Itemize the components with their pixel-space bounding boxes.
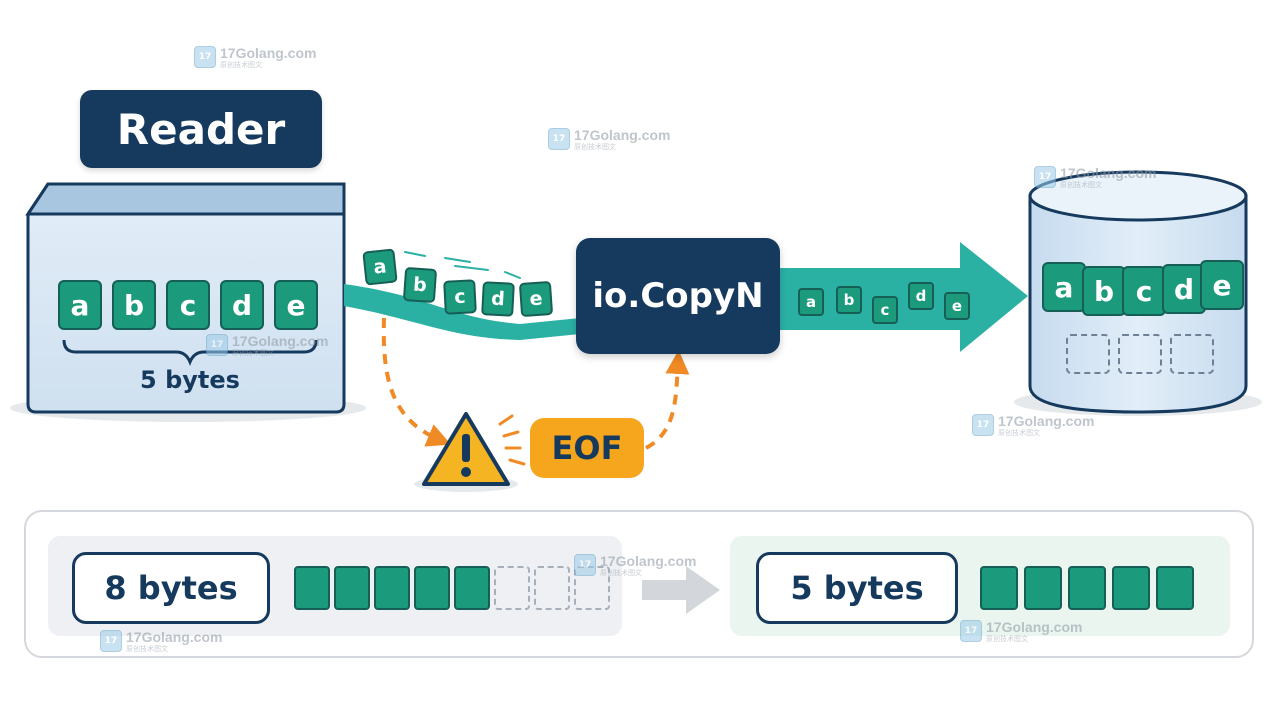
- reader-tile-b: b: [112, 280, 156, 330]
- out-tile-a: a: [798, 288, 824, 316]
- watermark-icon: 17: [1034, 166, 1056, 188]
- filled-byte-block: [980, 566, 1018, 610]
- requested-blocks: [294, 566, 614, 610]
- comparison-arrow-icon: [642, 566, 720, 614]
- requested-bytes-label: 8 bytes: [72, 552, 270, 624]
- eof-path-down: [381, 317, 452, 447]
- dest-tile-b: b: [1082, 266, 1126, 316]
- reader-tile-e: e: [274, 280, 318, 330]
- reader-tile-d: d: [220, 280, 264, 330]
- copyn-box: io.CopyN: [576, 238, 780, 354]
- dest-tile-e: e: [1200, 260, 1244, 310]
- copied-bytes-label: 5 bytes: [756, 552, 958, 624]
- flow-tile-b: b: [402, 266, 438, 304]
- dest-tile-d: d: [1162, 264, 1206, 314]
- reader-tile-c: c: [166, 280, 210, 330]
- filled-byte-block: [1068, 566, 1106, 610]
- copied-blocks: [980, 566, 1220, 610]
- filled-byte-block: [334, 566, 370, 610]
- reader-title: Reader: [80, 90, 322, 168]
- watermark-icon: 17: [206, 334, 228, 356]
- watermark-icon: 17: [548, 128, 570, 150]
- flow-arrow-out: [778, 242, 1028, 352]
- out-tile-b: b: [836, 286, 862, 314]
- eof-badge: EOF: [530, 418, 644, 478]
- warning-triangle-icon: [414, 412, 518, 492]
- reader-bytes-caption: 5 bytes: [140, 366, 240, 394]
- flow-tile-c: c: [443, 279, 477, 315]
- filled-byte-block: [1112, 566, 1150, 610]
- dest-empty-slot: [1170, 334, 1214, 374]
- filled-byte-block: [294, 566, 330, 610]
- eof-path-up: [645, 350, 690, 450]
- motion-streaks: [404, 251, 893, 279]
- alert-marks: [498, 414, 526, 466]
- watermark-icon: 17: [574, 554, 596, 576]
- dest-tile-c: c: [1122, 266, 1166, 316]
- flow-tile-e: e: [518, 280, 554, 318]
- flow-tile-a: a: [362, 248, 398, 286]
- out-tile-c: c: [872, 296, 898, 324]
- dest-empty-slot: [1118, 334, 1162, 374]
- empty-byte-block: [494, 566, 530, 610]
- bytes-brace: [62, 339, 318, 367]
- watermark-icon: 17: [100, 630, 122, 652]
- filled-byte-block: [374, 566, 410, 610]
- filled-byte-block: [1156, 566, 1194, 610]
- empty-byte-block: [534, 566, 570, 610]
- watermark-icon: 17: [972, 414, 994, 436]
- dest-empty-slot: [1066, 334, 1110, 374]
- watermark-icon: 17: [194, 46, 216, 68]
- filled-byte-block: [1024, 566, 1062, 610]
- out-tile-d: d: [908, 282, 934, 310]
- dest-tile-a: a: [1042, 262, 1086, 312]
- filled-byte-block: [454, 566, 490, 610]
- reader-tile-a: a: [58, 280, 102, 330]
- filled-byte-block: [414, 566, 450, 610]
- flow-tile-d: d: [481, 281, 515, 317]
- watermark-icon: 17: [960, 620, 982, 642]
- out-tile-e: e: [944, 292, 970, 320]
